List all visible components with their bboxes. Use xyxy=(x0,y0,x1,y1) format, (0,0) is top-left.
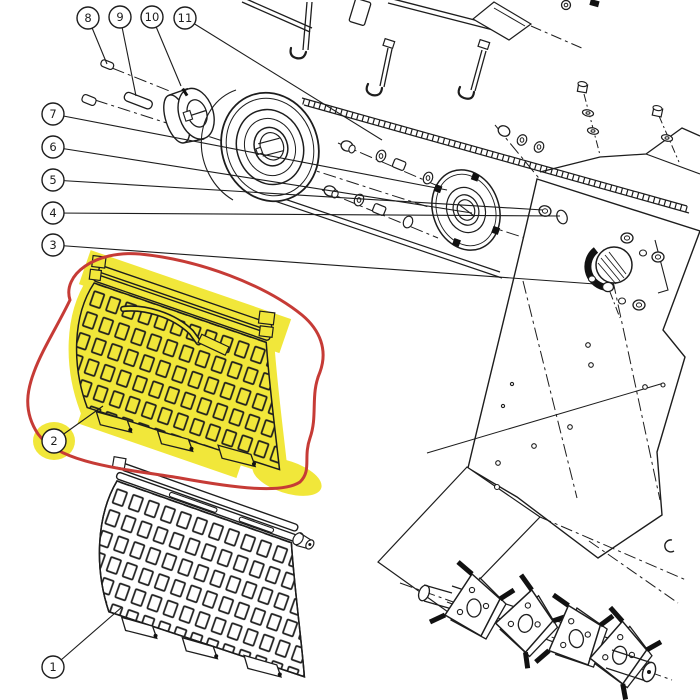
part-balloon-2: 2 xyxy=(41,428,67,454)
balloon-label: 3 xyxy=(49,238,56,252)
balloon-label: 6 xyxy=(49,140,56,154)
part-balloons: 8 9 10 11 7 6 5 4 xyxy=(41,5,197,679)
chute-panel xyxy=(377,466,687,613)
part-balloon-7: 7 xyxy=(41,102,65,126)
drive-pulley xyxy=(220,91,320,203)
balloon-label: 9 xyxy=(116,10,123,24)
balloon-label: 2 xyxy=(50,434,57,448)
flange-bolts xyxy=(323,125,545,229)
balloon-label: 1 xyxy=(49,660,56,674)
part-balloon-11: 11 xyxy=(173,6,197,30)
leader-lines xyxy=(52,16,596,668)
balloon-label: 7 xyxy=(49,107,56,121)
part-balloon-6: 6 xyxy=(41,135,65,159)
side-plate xyxy=(426,178,700,559)
part-balloon-8: 8 xyxy=(76,6,100,30)
belt-groove-arc xyxy=(200,89,237,201)
flail-rotor xyxy=(399,560,673,700)
bearing-bracket xyxy=(584,232,669,319)
screen-grate-2-highlighted xyxy=(68,250,292,481)
balloon-label: 11 xyxy=(178,11,193,25)
shaft-key xyxy=(123,91,153,110)
frame-top-right xyxy=(471,0,700,175)
part-balloon-4: 4 xyxy=(41,201,65,225)
balloon-label: 8 xyxy=(84,11,91,25)
balloon-label: 10 xyxy=(145,10,160,24)
screen-grate-1 xyxy=(98,456,315,678)
part-balloon-3: 3 xyxy=(41,233,65,257)
plate-holes xyxy=(495,342,666,466)
red-annotation-circle xyxy=(26,252,325,491)
balloon-label: 5 xyxy=(49,173,56,187)
bolt-washer-stack xyxy=(651,105,680,163)
taper-bushing xyxy=(163,87,215,144)
flange-bearing xyxy=(431,169,501,251)
tension-rod-assembly xyxy=(241,0,504,100)
part-balloon-10: 10 xyxy=(140,5,164,29)
roll-pin xyxy=(81,59,115,107)
part-balloon-9: 9 xyxy=(108,5,132,29)
part-balloon-1: 1 xyxy=(41,655,65,679)
drive-belt xyxy=(248,97,690,279)
balloon-label: 4 xyxy=(49,206,56,220)
bolt-washer-stack xyxy=(576,81,601,156)
part-balloon-5: 5 xyxy=(41,168,65,192)
